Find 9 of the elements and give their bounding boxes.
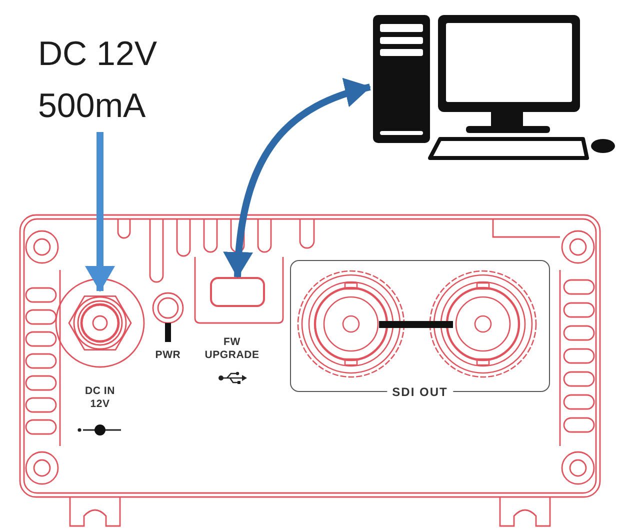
port-label: DC IN 12V [84, 385, 116, 411]
desktop-computer-drawing [370, 12, 618, 162]
power-spec-text: DC 12V 500mA [38, 28, 162, 132]
port-label: FW UPGRADE [204, 336, 260, 362]
group-label: SDI OUT [387, 385, 453, 399]
indicator-label: PWR [154, 349, 182, 362]
arrow [85, 132, 115, 292]
usb-port [210, 277, 265, 307]
double-headed-arrow [224, 78, 371, 278]
